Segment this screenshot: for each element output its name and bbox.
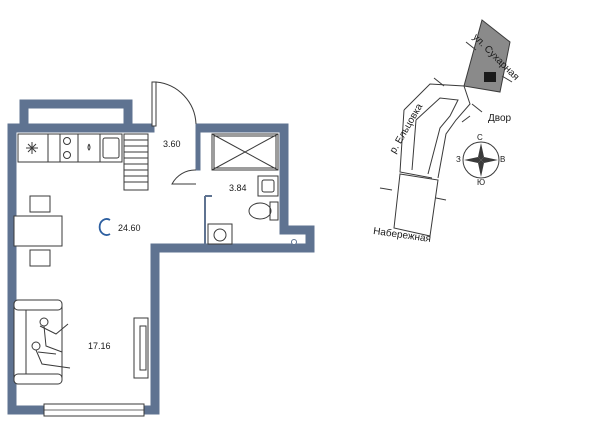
wall-top-left (19, 99, 133, 109)
chair-top (29, 195, 51, 213)
compass-north: С (477, 133, 483, 142)
door-swing (155, 81, 197, 125)
hob-icon (63, 137, 71, 159)
dining-set (13, 195, 63, 267)
shower-tray (211, 133, 279, 171)
kitchen-counter (17, 133, 123, 163)
wall-partition-top (195, 123, 201, 171)
compass-south: Ю (477, 178, 486, 187)
wall-top-left-side (19, 99, 29, 127)
wall-right-lower (150, 243, 160, 415)
shower (211, 133, 279, 171)
wall-upper (7, 123, 151, 133)
room-area-bath: 3.84 (229, 183, 247, 193)
entrance-door (151, 81, 197, 127)
door-leaf (151, 81, 157, 127)
chair-bottom (29, 249, 51, 267)
wall-step (150, 243, 315, 253)
fridge-icon (26, 142, 38, 154)
target-building (463, 19, 511, 93)
compass-icon (462, 141, 500, 179)
arrows (379, 41, 513, 201)
dining-table (13, 215, 63, 247)
bath-door-swing (171, 169, 197, 185)
washing-machine-icon (207, 223, 233, 245)
sink-icon (102, 137, 120, 159)
toilet-icon (248, 201, 279, 221)
wall-top-right-side (123, 99, 133, 127)
sofa (13, 299, 63, 385)
room-area-living: 17.16 (88, 341, 111, 351)
inner-walls (204, 195, 212, 244)
target-section (484, 72, 496, 82)
radiator (123, 133, 149, 191)
room-area-main: 24.60 (118, 223, 141, 233)
yard-label: Двор (488, 113, 512, 124)
room-area-hall: 3.60 (163, 139, 181, 149)
tap-icon (87, 143, 91, 151)
people-icon (31, 317, 71, 369)
site-map (379, 19, 513, 237)
river-outline (393, 83, 471, 237)
compass-west: З (456, 155, 461, 164)
wall-bath-top (195, 123, 289, 133)
kitchen (17, 133, 123, 163)
wall-bath-right (279, 123, 289, 235)
bath-sink (257, 175, 279, 197)
floor-plan (7, 81, 315, 417)
riser-dot (291, 239, 297, 245)
tv-unit (133, 317, 149, 379)
area-symbol-icon (98, 218, 111, 236)
compass-east: В (500, 155, 506, 164)
